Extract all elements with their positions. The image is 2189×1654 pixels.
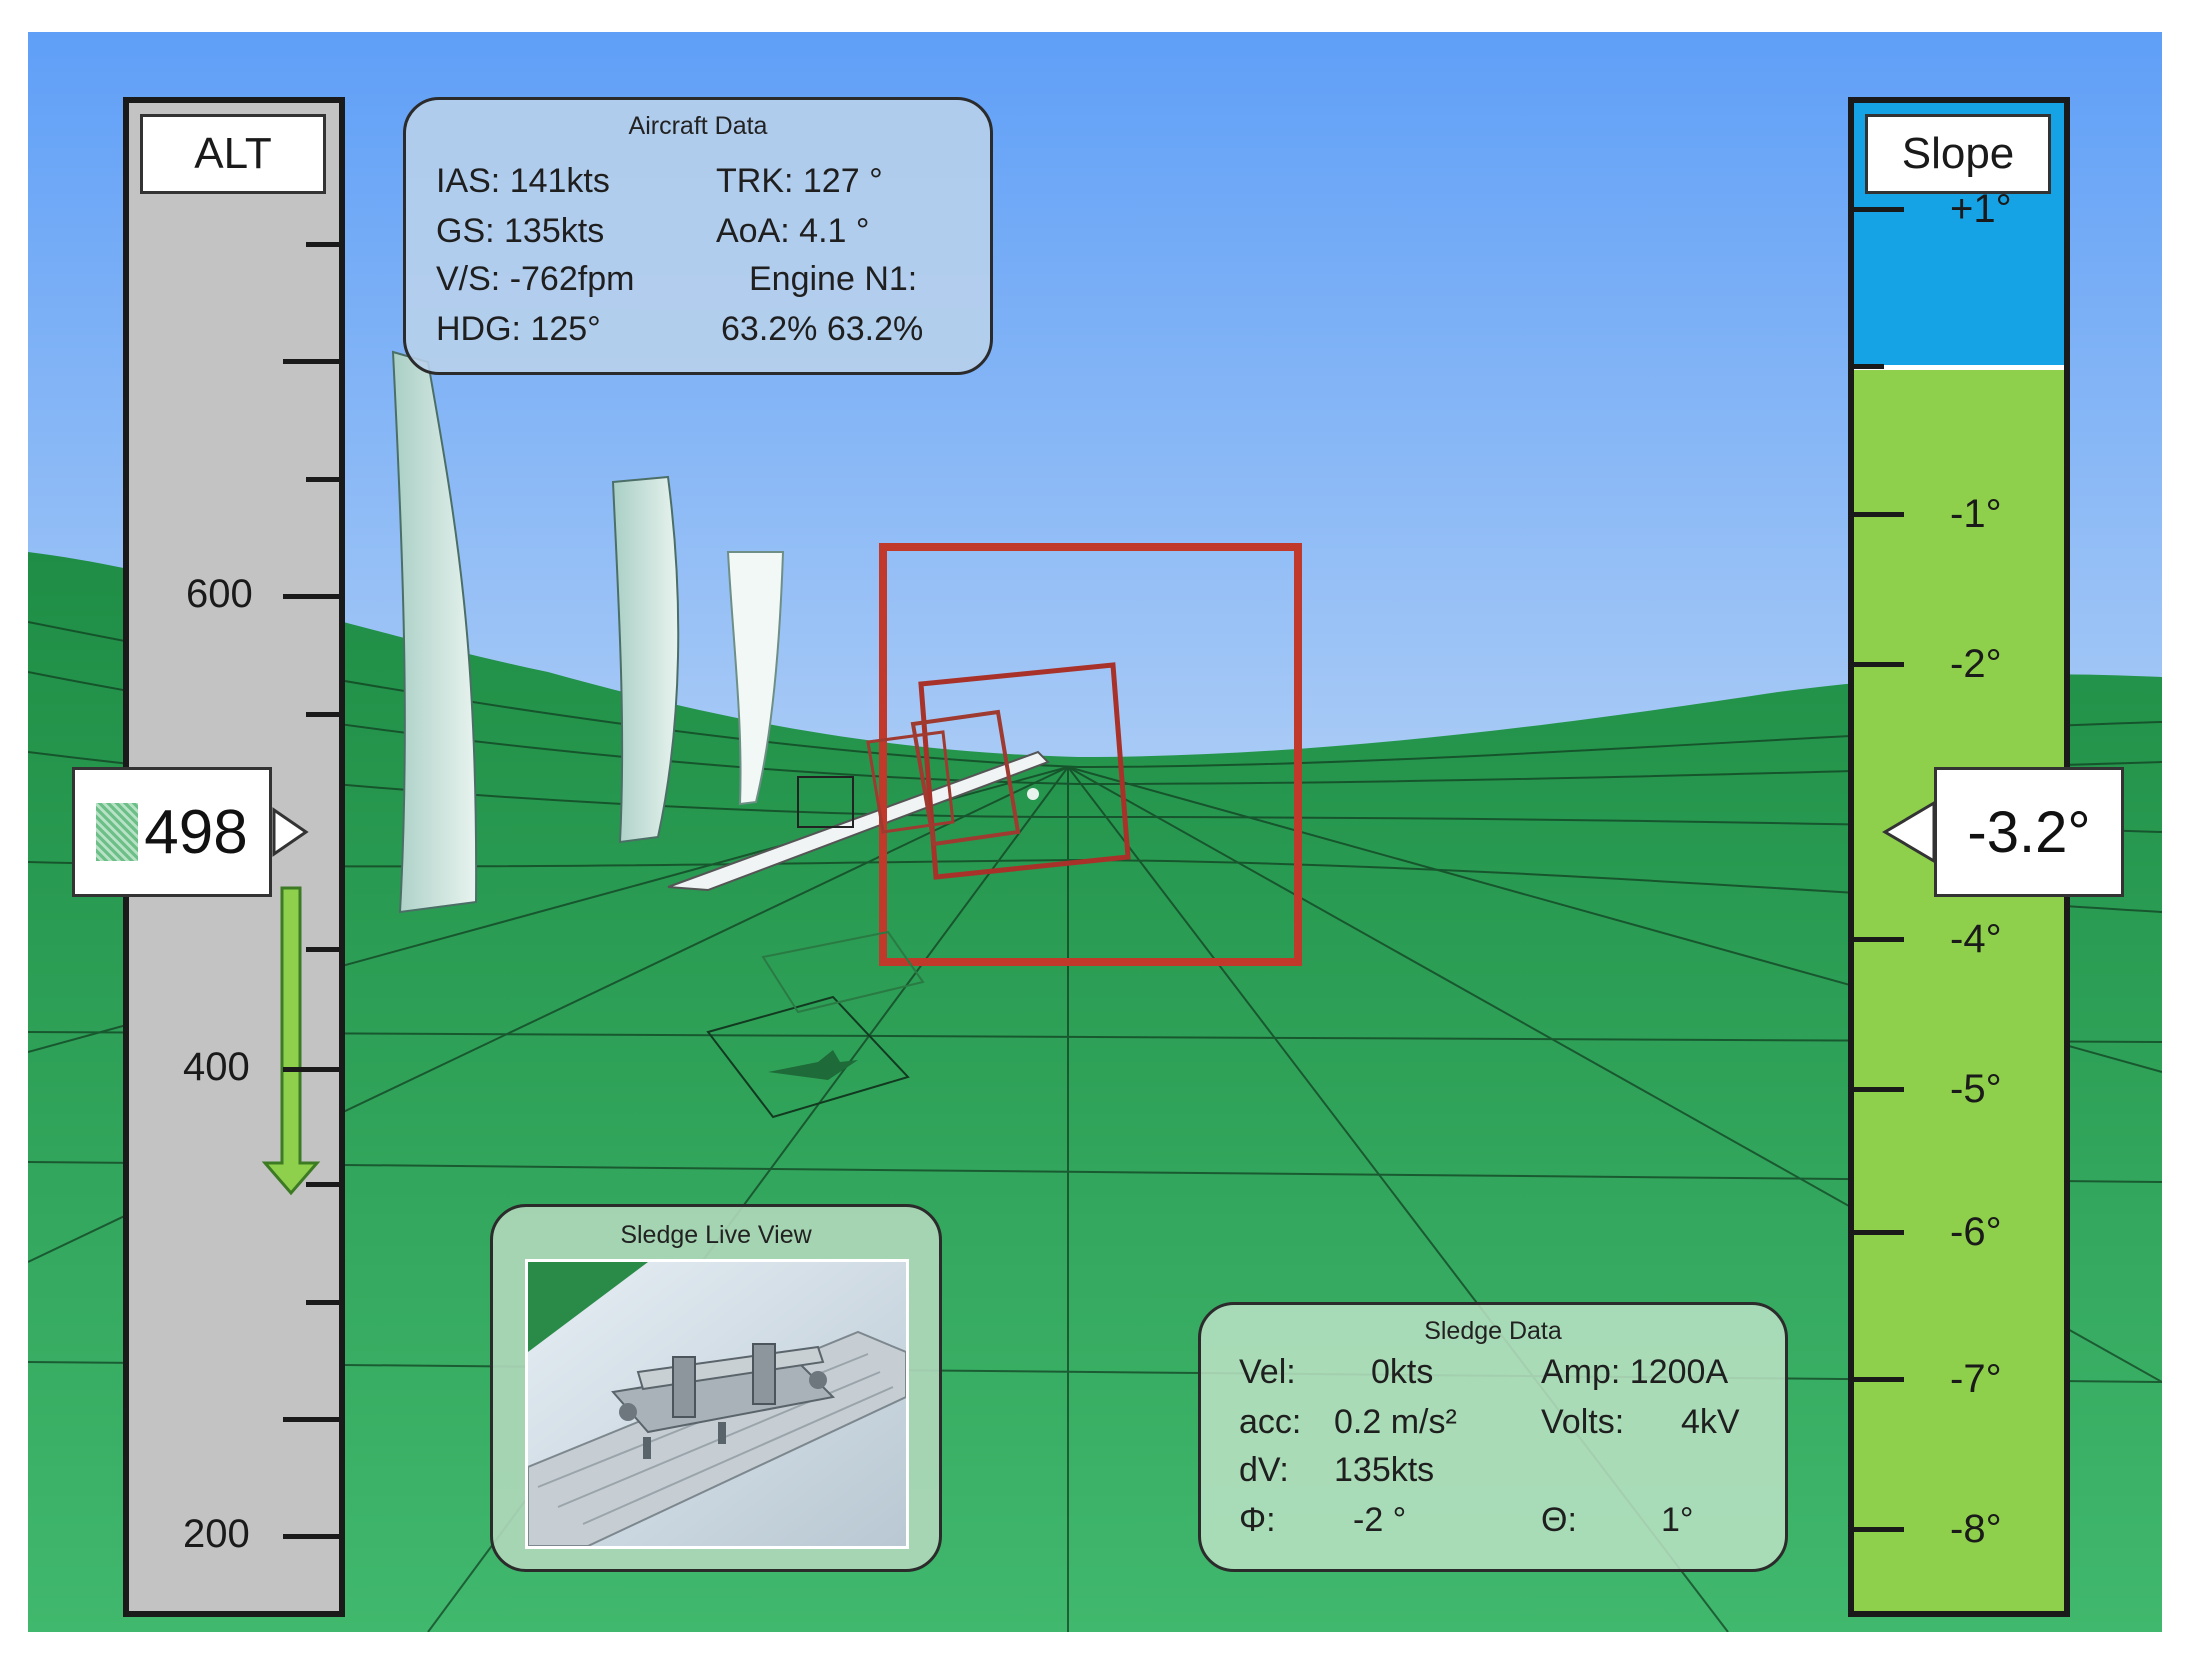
slope-tick	[1854, 512, 1904, 517]
ias-readout: IAS: 141kts	[436, 162, 610, 200]
slope-label-minus7: -7°	[1950, 1357, 2002, 1401]
alt-tick	[283, 359, 339, 364]
trk-readout: TRK: 127 °	[716, 162, 883, 200]
vs-readout: V/S: -762fpm	[436, 260, 635, 298]
vel-label: Vel:	[1239, 1353, 1296, 1391]
alt-tick	[283, 1534, 339, 1539]
aircraft-panel-title: Aircraft Data	[628, 112, 768, 140]
3d-scene	[28, 32, 2162, 1632]
aircraft-shadow-frame	[706, 995, 910, 1119]
sledge-camera-view	[525, 1259, 909, 1549]
runway-strip	[667, 750, 1050, 892]
alt-label-400: 400	[183, 1045, 250, 1089]
slope-label-minus5: -5°	[1950, 1067, 2002, 1111]
dv-value: 135kts	[1334, 1451, 1435, 1489]
alt-tick	[306, 712, 339, 717]
slope-tick	[1854, 1087, 1904, 1092]
slope-tick	[1854, 207, 1904, 212]
amp-readout: Amp: 1200A	[1541, 1353, 1729, 1391]
slope-title: Slope	[1865, 114, 2051, 194]
alt-pointer	[272, 807, 309, 857]
alt-title: ALT	[140, 114, 326, 194]
slope-tick	[1854, 1377, 1904, 1382]
aoa-readout: AoA: 4.1 °	[716, 212, 870, 250]
phi-value: -2 °	[1353, 1501, 1407, 1539]
live-view-title: Sledge Live View	[620, 1221, 812, 1249]
slope-label-minus2: -2°	[1950, 642, 2002, 686]
slope-label-minus1: -1°	[1950, 492, 2002, 536]
sledge-live-view-panel: Sledge Live View	[490, 1204, 942, 1572]
alt-tick	[283, 1417, 339, 1422]
sledge-data-panel: Sledge Data Vel: 0kts Amp: 1200A acc: 0.…	[1198, 1302, 1788, 1572]
sledge-render	[528, 1262, 906, 1546]
alt-trend-arrow	[261, 886, 321, 1196]
slope-label-minus6: -6°	[1950, 1210, 2002, 1254]
engine-n1-values: 63.2% 63.2%	[721, 310, 924, 348]
altitude-value: 498	[144, 797, 248, 867]
engine-n1-label: Engine N1:	[749, 260, 918, 298]
alt-label-200: 200	[183, 1512, 250, 1556]
alt-tick	[306, 242, 339, 247]
vel-value: 0kts	[1371, 1353, 1434, 1391]
slope-label-minus4: -4°	[1950, 917, 2002, 961]
readout-texture	[96, 803, 139, 861]
slope-tick	[1854, 662, 1904, 667]
alt-tick	[306, 477, 339, 482]
alt-tick	[306, 1300, 339, 1305]
tunnel-gates	[797, 543, 1302, 966]
slope-tick	[1854, 1527, 1904, 1532]
slope-label-plus1: +1°	[1950, 187, 2012, 231]
volts-value: 4kV	[1681, 1403, 1740, 1441]
aircraft-symbol	[1027, 788, 1039, 800]
approach-vanes	[391, 350, 785, 914]
slope-pointer	[1882, 800, 1936, 864]
volts-label: Volts:	[1541, 1403, 1625, 1441]
slope-readout: -3.2°	[1934, 767, 2124, 897]
slope-tick	[1854, 937, 1904, 942]
acc-label: acc:	[1239, 1403, 1302, 1441]
theta-label: Θ:	[1541, 1501, 1577, 1539]
gs-readout: GS: 135kts	[436, 212, 605, 250]
hdg-readout: HDG: 125°	[436, 310, 601, 348]
ground-marker	[761, 930, 925, 1014]
alt-tick	[306, 1182, 339, 1187]
alt-tick	[283, 594, 339, 599]
slope-tick	[1854, 364, 1884, 369]
synthetic-vision-display: ALT 600 400 200 498 Slope +1° -1° -2° -4…	[28, 32, 2162, 1632]
aircraft-data-panel: Aircraft Data IAS: 141kts GS: 135kts V/S…	[403, 97, 993, 375]
slope-tick	[1854, 1230, 1904, 1235]
altitude-readout: 498	[72, 767, 272, 897]
dv-label: dV:	[1239, 1451, 1289, 1489]
alt-tick	[306, 947, 339, 952]
acc-value: 0.2 m/s²	[1334, 1403, 1457, 1441]
alt-label-600: 600	[186, 572, 253, 616]
theta-value: 1°	[1661, 1501, 1694, 1539]
sledge-panel-title: Sledge Data	[1424, 1317, 1562, 1345]
alt-tick	[283, 1067, 339, 1072]
phi-label: Φ:	[1239, 1501, 1276, 1539]
slope-label-minus8: -8°	[1950, 1507, 2002, 1551]
aircraft-shadow	[768, 1050, 858, 1080]
